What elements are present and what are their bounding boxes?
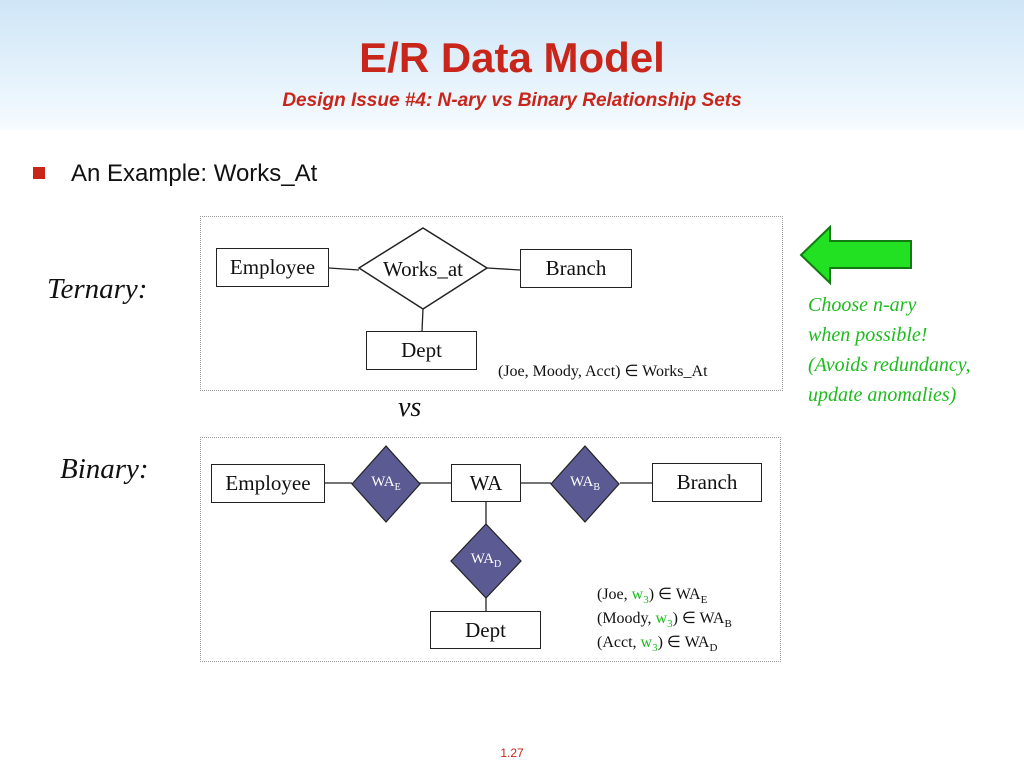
callout-line: update anomalies) (808, 384, 957, 406)
callout-line: Choose n-ary (808, 294, 917, 316)
entity-employee: Employee (216, 248, 329, 287)
bullet-text: An Example: Works_At (71, 160, 318, 187)
binary-example-moody: (Moody, w3) ∈ WAB (597, 610, 732, 631)
slide-header (0, 0, 1024, 130)
entity-branch-binary: Branch (652, 463, 762, 502)
callout-line: (Avoids redundancy, (808, 354, 971, 376)
works-at-diamond (357, 227, 489, 310)
relationship-works-at-label: Works_at (383, 257, 463, 281)
slide-subtitle: Design Issue #4: N-ary vs Binary Relatio… (282, 90, 742, 111)
page-number: 1.27 (500, 746, 524, 760)
relationship-wa-d-label: WAD (470, 551, 502, 570)
ternary-example: (Joe, Moody, Acct) ∈ Works_At (498, 363, 708, 380)
entity-dept: Dept (366, 331, 477, 370)
relationship-wa-e-label: WAE (371, 474, 401, 493)
entity-branch: Branch (520, 249, 632, 288)
ternary-diagram-frame (200, 216, 783, 391)
callout-text: Choose n-ary when possible! (Avoids redu… (808, 290, 1023, 410)
binary-example-acct: (Acct, w3) ∈ WAD (597, 634, 718, 655)
connector-worksat-dept (421, 308, 424, 332)
wa-d-diamond (450, 523, 522, 599)
vs-label: vs (398, 392, 422, 423)
bullet-square-icon (33, 167, 45, 179)
slide-title: E/R Data Model (359, 34, 665, 81)
binary-example-joe: (Joe, w3) ∈ WAE (597, 586, 708, 607)
entity-wa: WA (451, 464, 521, 502)
entity-employee-binary: Employee (211, 464, 325, 503)
relationship-wa-b-label: WAB (570, 474, 600, 493)
callout-line: when possible! (808, 324, 928, 346)
left-arrow-icon (799, 224, 912, 286)
entity-dept-binary: Dept (430, 611, 541, 649)
binary-label: Binary: (60, 453, 149, 485)
ternary-label: Ternary: (47, 273, 148, 305)
wa-e-diamond (351, 445, 421, 523)
connector-employee-worksat (328, 267, 360, 271)
wa-b-diamond (550, 445, 620, 523)
connector-worksat-branch (486, 267, 521, 271)
